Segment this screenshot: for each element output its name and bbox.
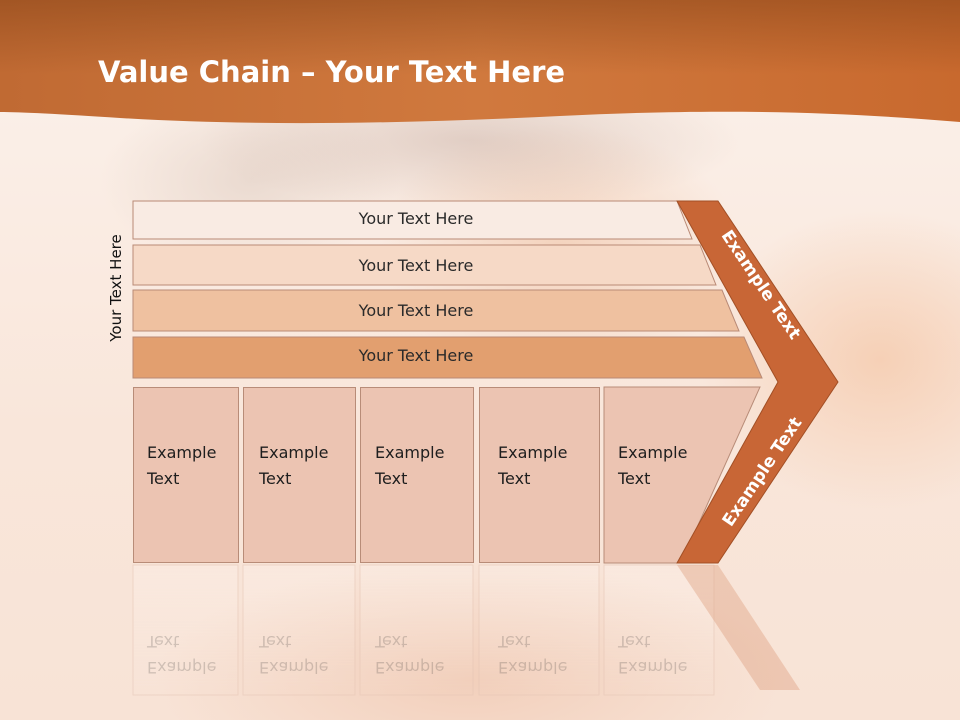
cell-5-line2: Text <box>618 469 651 488</box>
page-title: Value Chain – Your Text Here <box>98 55 565 89</box>
primary-cell-2 <box>243 387 356 563</box>
title-bold: Value Chain <box>98 55 291 89</box>
support-row-3-label: Your Text Here <box>358 301 474 320</box>
cell-1-line2: Text <box>147 469 180 488</box>
support-row-2-label: Your Text Here <box>358 256 474 275</box>
header-banner <box>0 0 960 124</box>
reflection <box>132 564 800 696</box>
support-row-1-label: Your Text Here <box>358 209 474 228</box>
primary-cell-3 <box>360 387 474 563</box>
cell-4-line1: Example <box>498 443 568 462</box>
cell-5-line1: Example <box>618 443 688 462</box>
primary-cell-3-label: Example Text <box>375 440 475 492</box>
cell-3-line1: Example <box>375 443 445 462</box>
support-row-3 <box>132 289 740 332</box>
cell-1-line1: Example <box>147 443 217 462</box>
cell-4-line2: Text <box>498 469 531 488</box>
support-row-1 <box>132 200 693 240</box>
support-row-4 <box>132 336 763 379</box>
title-rest: – Your Text Here <box>290 55 566 89</box>
primary-cell-4-label: Example Text <box>498 440 598 492</box>
support-row-2 <box>132 244 717 286</box>
cell-2-line2: Text <box>259 469 292 488</box>
cell-2-line1: Example <box>259 443 329 462</box>
primary-cell-4 <box>479 387 600 563</box>
margin-arrow <box>676 200 839 564</box>
primary-cell-1 <box>133 387 239 563</box>
primary-cell-5-label: Example Text <box>618 440 718 492</box>
support-row-4-label: Your Text Here <box>358 346 474 365</box>
primary-cell-1-label: Example Text <box>147 440 247 492</box>
primary-cell-2-label: Example Text <box>259 440 359 492</box>
cell-3-line2: Text <box>375 469 408 488</box>
